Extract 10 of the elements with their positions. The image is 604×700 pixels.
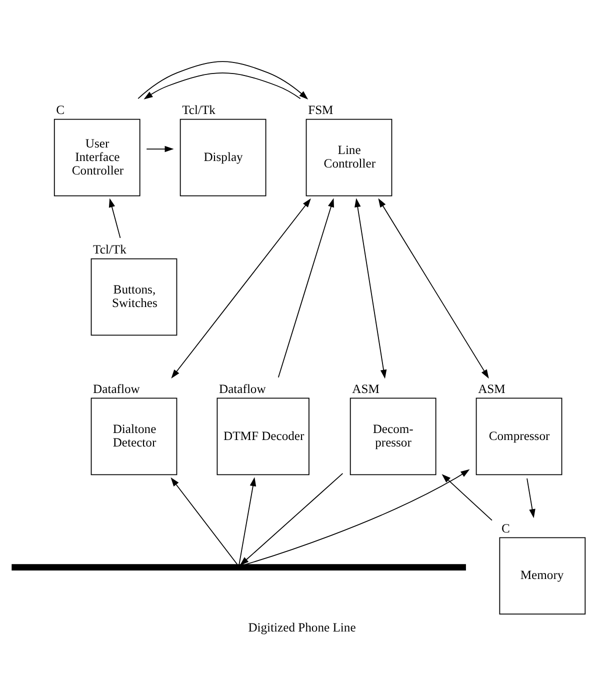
caption: Digitized Phone Line — [248, 620, 356, 634]
node-label: ASM — [478, 382, 506, 396]
node-label: Tcl/Tk — [93, 242, 126, 257]
node-label: Tcl/Tk — [182, 103, 216, 118]
node-label: C — [56, 103, 65, 118]
node-label: C — [501, 521, 510, 536]
node-label: FSM — [308, 103, 334, 118]
node-label: ASM — [352, 382, 380, 396]
node-label: Dataflow — [219, 382, 266, 396]
node-label: Dataflow — [93, 382, 140, 396]
